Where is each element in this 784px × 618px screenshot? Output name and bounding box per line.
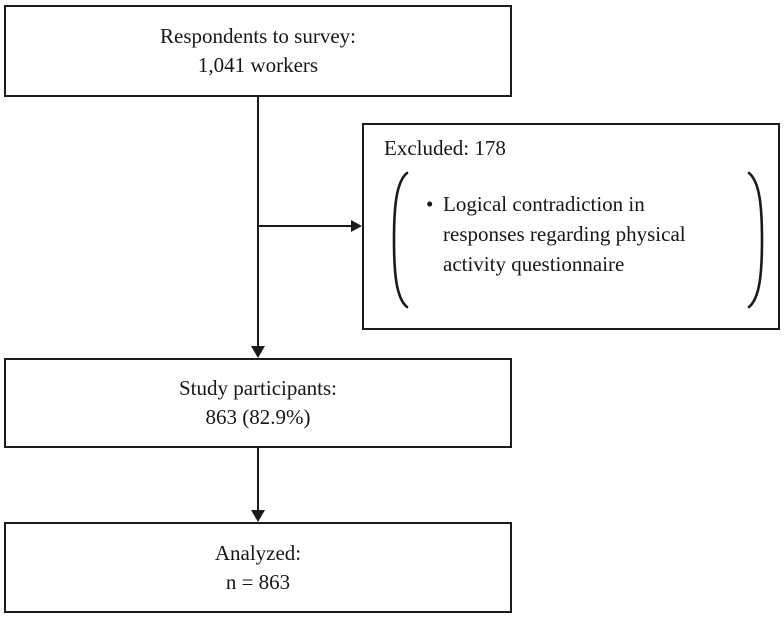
excluded-reason-text: Logical contradiction in responses regar… — [443, 192, 686, 276]
connector-branch-to-excluded — [258, 225, 352, 227]
analyzed-line1: Analyzed: — [214, 540, 302, 565]
analyzed-box: Analyzed: n = 863 — [4, 522, 512, 613]
bullet-icon: • — [426, 192, 434, 216]
arrow-right-icon — [351, 220, 362, 232]
arrow-down-icon — [251, 346, 265, 358]
participants-line1: Study participants: — [178, 376, 338, 400]
connector-participants-to-analyzed — [257, 448, 259, 511]
connector-respondents-to-participants — [257, 97, 259, 347]
excluded-box: Excluded: 178 • Logical contradiction in… — [362, 123, 780, 330]
participants-box: Study participants: 863 (82.9%) — [4, 358, 512, 448]
right-parenthesis-icon — [747, 171, 764, 309]
participants-line2: 863 (82.9%) — [205, 405, 311, 429]
analyzed-line2: n = 863 — [225, 569, 291, 594]
respondents-box: Respondents to survey: 1,041 workers — [4, 5, 512, 97]
respondents-line1: Respondents to survey: — [160, 24, 356, 48]
arrow-down-icon — [251, 510, 265, 522]
respondents-line2: 1,041 workers — [197, 53, 319, 77]
excluded-title: Excluded: 178 — [384, 136, 506, 160]
left-parenthesis-icon — [392, 171, 409, 309]
